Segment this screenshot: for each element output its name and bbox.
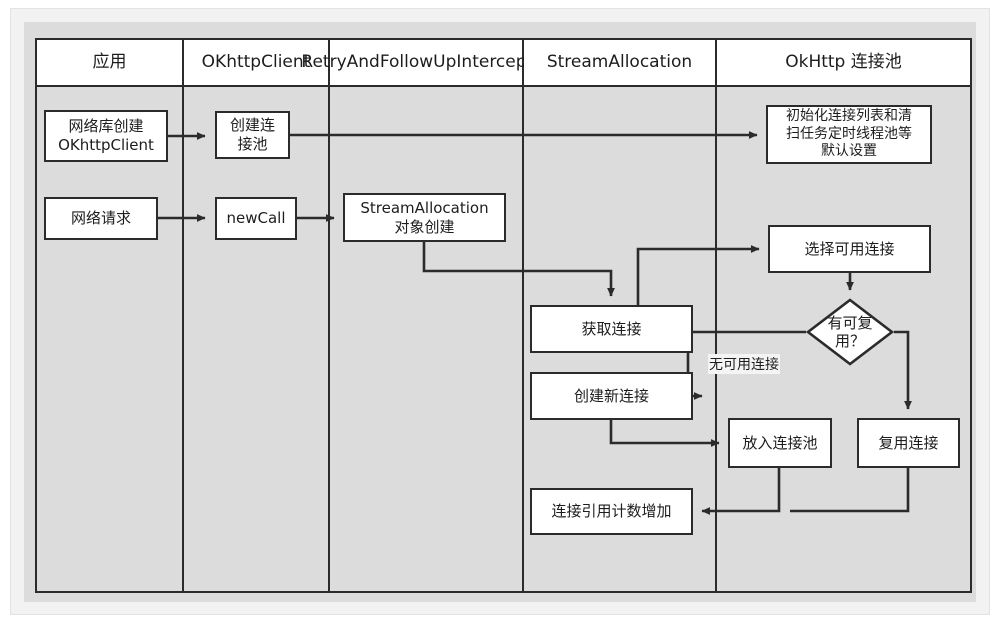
swimlane-header-connection-pool: OkHttp 连接池	[717, 40, 970, 87]
node-n3-line3: 默认设置	[821, 143, 877, 160]
swimlane-header-okhttpclient: OKhttpClient	[184, 40, 328, 87]
node-n8-label: 获取连接	[581, 319, 642, 338]
node-put-into-pool[interactable]: 放入连接池	[728, 418, 832, 468]
swimlane-header-retry-line1: RetryAndFollowU	[301, 51, 446, 72]
node-n1-line1: 网络库创建	[68, 117, 144, 136]
node-n3-line2: 扫任务定时线程池等	[786, 125, 912, 142]
swimlane-retry-interceptor: RetryAndFollowU pInterceptor	[301, 40, 551, 591]
node-n2-line1: 创建连	[229, 116, 275, 135]
node-n2-line2: 接池	[237, 135, 268, 153]
node-n3-line1: 初始化连接列表和清	[786, 108, 912, 125]
node-has-reusable-decision[interactable]: 有可复 用？	[806, 298, 894, 366]
node-n7-label: 选择可用连接	[804, 239, 895, 258]
node-reuse-connection[interactable]: 复用连接	[857, 418, 960, 468]
node-n10-label: 创建新连接	[573, 386, 649, 405]
swimlane-header-streamallocation: StreamAllocation	[524, 40, 715, 87]
node-init-connection-list[interactable]: 初始化连接列表和清 扫任务定时线程池等 默认设置	[766, 105, 932, 164]
node-n4-label: 网络请求	[70, 209, 131, 228]
node-n9-line2: 用？	[834, 332, 865, 350]
diamond-shape	[806, 298, 894, 366]
node-n9-label: 有可复 用？	[806, 298, 894, 366]
node-acquire-connection[interactable]: 获取连接	[530, 305, 693, 353]
node-network-request[interactable]: 网络请求	[44, 197, 158, 240]
node-n12-label: 复用连接	[878, 433, 939, 452]
node-newcall[interactable]: newCall	[215, 197, 297, 240]
node-create-okhttpclient[interactable]: 网络库创建 OKhttpClient	[44, 110, 168, 162]
swimlane-header-retry-interceptor: RetryAndFollowU pInterceptor	[301, 40, 551, 87]
node-n9-line1: 有可复	[827, 314, 873, 332]
node-select-available-connection[interactable]: 选择可用连接	[768, 225, 931, 273]
swimlane-okhttpclient: OKhttpClient	[184, 40, 330, 591]
edge-label-no-available-connection: 无可用连接	[708, 354, 780, 374]
node-n6-line2: 对象创建	[394, 217, 455, 236]
node-streamallocation-create[interactable]: StreamAllocation 对象创建	[343, 193, 506, 242]
node-create-new-connection[interactable]: 创建新连接	[530, 372, 693, 420]
swimlane-app: 应用	[37, 40, 184, 591]
node-n1-line2: OKhttpClient	[58, 136, 154, 154]
node-increment-refcount[interactable]: 连接引用计数增加	[530, 488, 693, 535]
swimlane-header-app: 应用	[37, 40, 182, 87]
node-n5-label: newCall	[226, 209, 286, 228]
node-n11-label: 放入连接池	[742, 433, 818, 452]
node-n13-label: 连接引用计数增加	[551, 502, 672, 521]
node-create-connection-pool[interactable]: 创建连 接池	[215, 111, 290, 159]
swimlane-connection-pool: OkHttp 连接池	[717, 40, 970, 591]
node-n6-line1: StreamAllocation	[360, 198, 489, 217]
